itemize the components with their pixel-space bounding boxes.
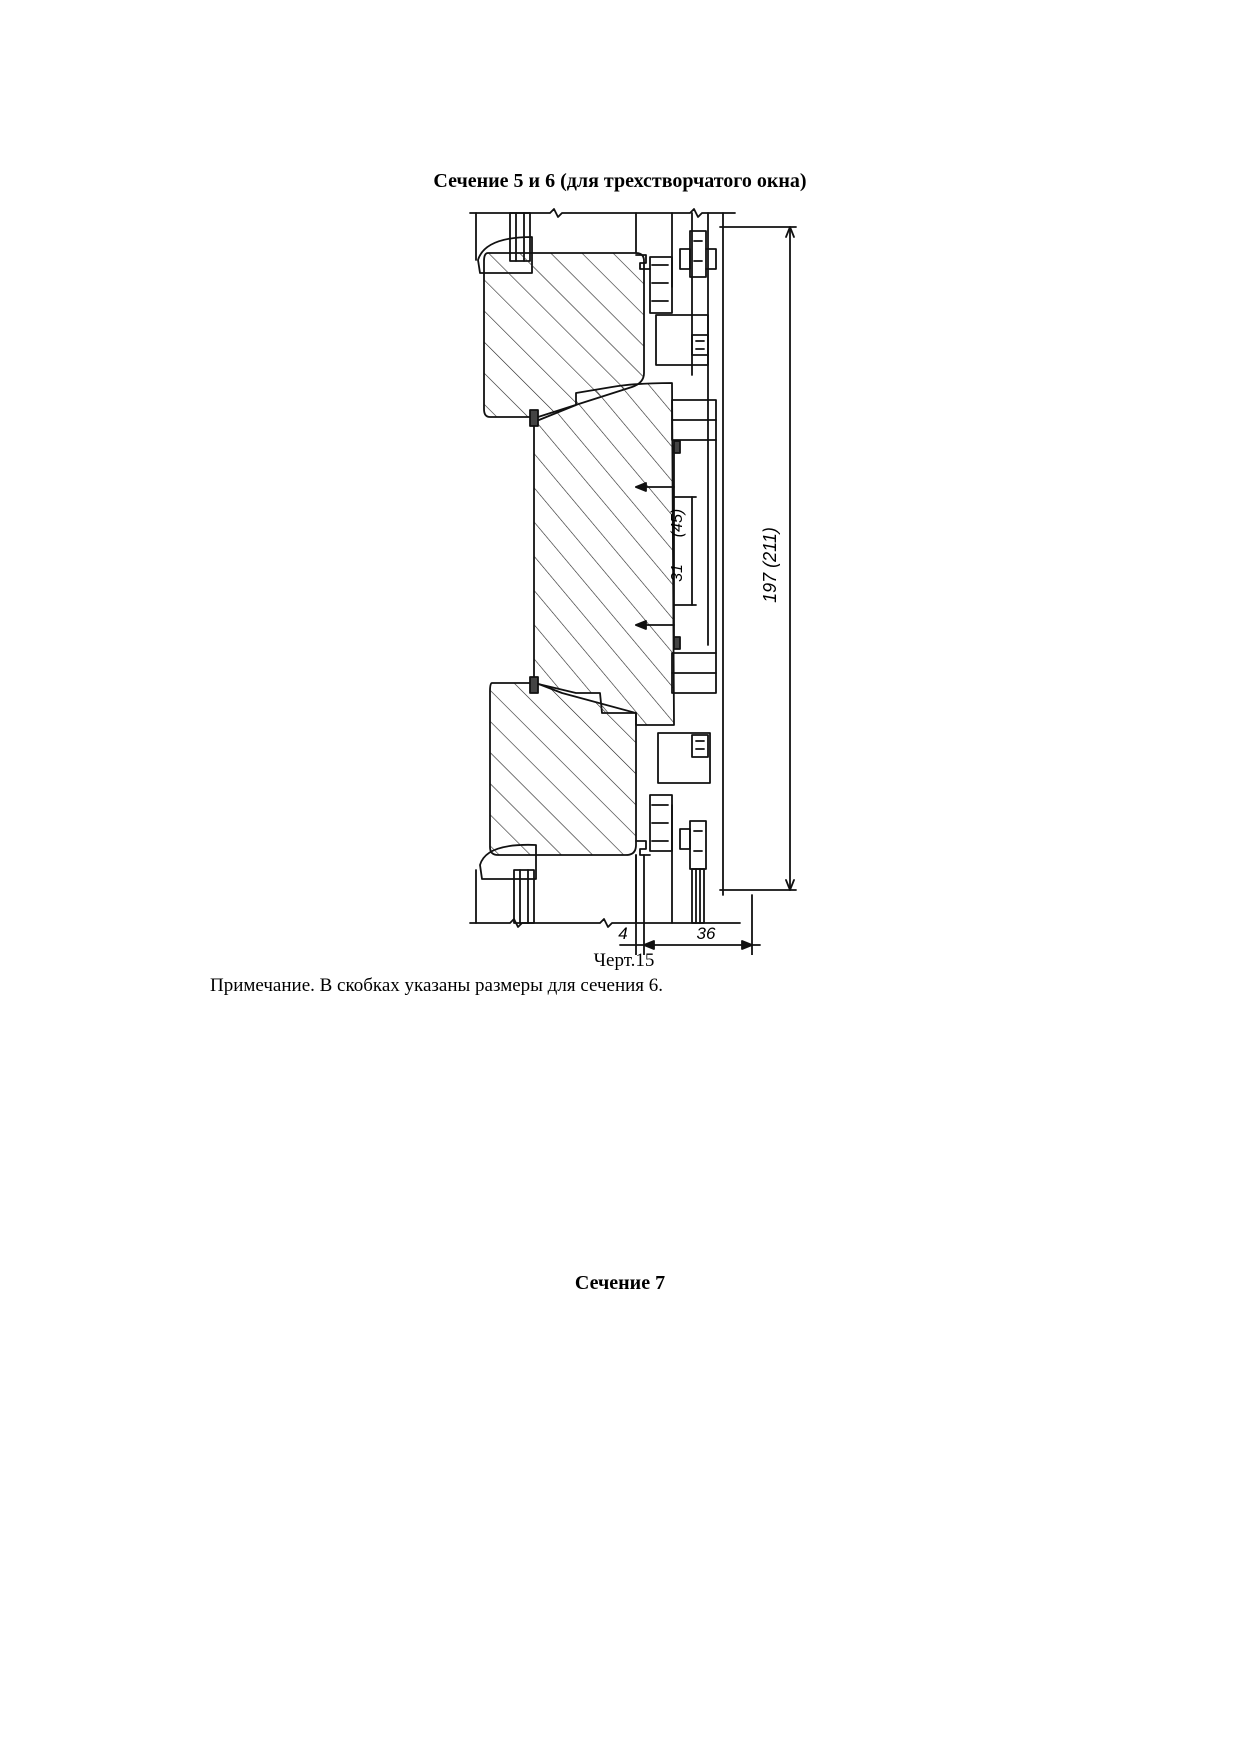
dim-inner: 31 [669,564,686,582]
technical-drawing: 197 (211) 31 (45) 4 36 [469,208,797,955]
figure-caption: Черт.15 [593,950,655,971]
dim-bottom-width: 36 [697,924,716,943]
dim-overall-height: 197 (211) [760,527,780,603]
dim-inner-alt: (45) [669,509,686,537]
next-section-title: Сечение 7 [574,1272,666,1294]
note-text: Примечание. В скобках указаны размеры дл… [210,975,664,996]
section-title: Сечение 5 и 6 (для трехстворчатого окна) [433,170,807,192]
dim-bottom-small: 4 [618,924,627,943]
